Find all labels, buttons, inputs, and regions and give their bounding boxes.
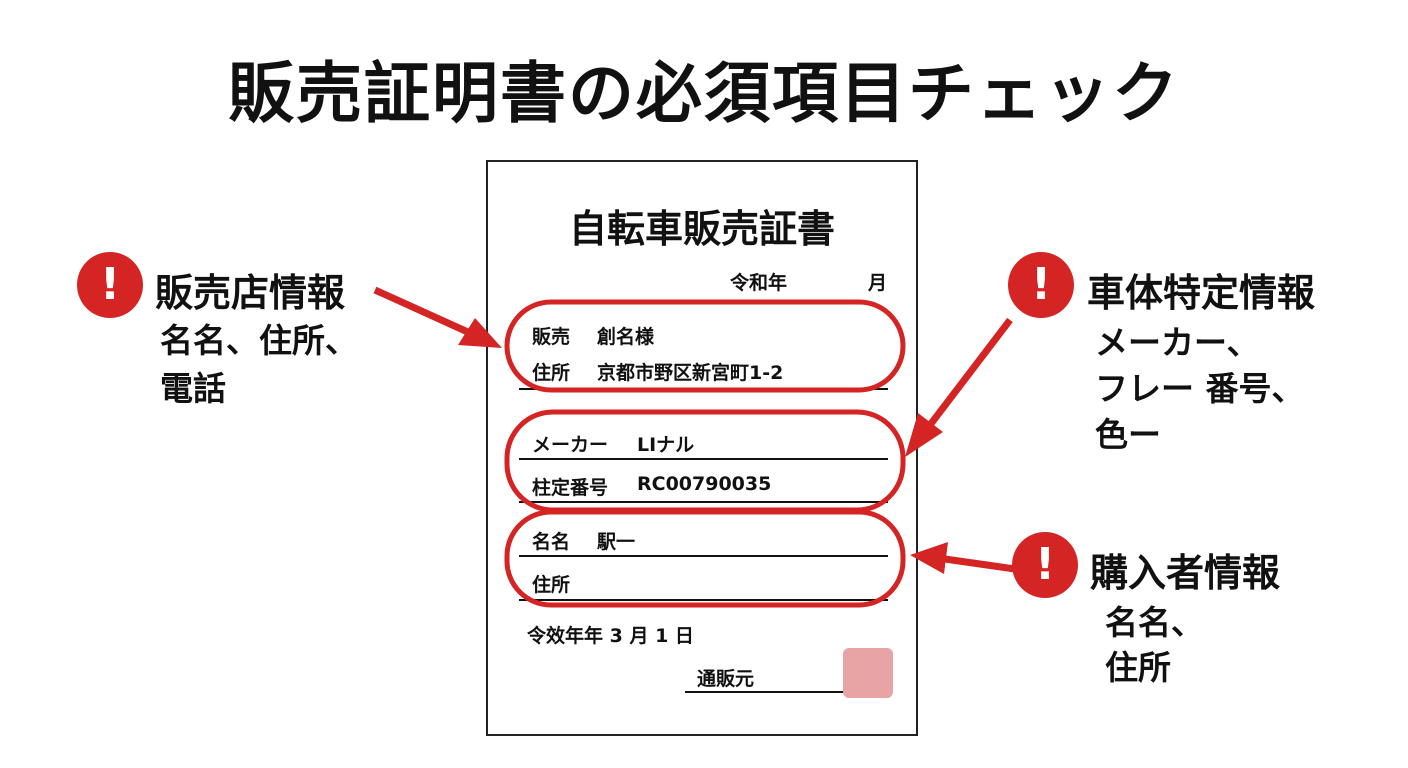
serial-value: RC00790035 [637,473,772,495]
vehicle-arrow-head [905,413,943,457]
maker-value: LIナル [637,434,695,456]
buyer-name-label: 名名 [532,531,571,553]
seller-arrow [373,286,472,337]
vehicle-arrow [927,317,1013,428]
page-title: 販売証明書の必須項目チェック [228,55,1180,132]
buyer-name: 駅一 [597,531,636,553]
exclamation-icon: ! [1012,532,1078,598]
buyer-arrow-head [910,542,948,574]
exclamation-icon: ! [77,252,143,318]
vehicle-callout-line: 色ー [1095,415,1161,454]
buyer-arrow [944,555,1023,574]
date-era-year: 令和年 [730,272,788,294]
maker-label: メーカー [532,434,609,456]
seller-name: 創名様 [597,326,655,348]
serial-label: 柱定番号 [532,477,609,499]
seller-address-label: 住所 [532,362,571,384]
seller-highlight-oval [504,299,906,393]
buyer-address-label: 住所 [532,574,571,596]
buyer-callout-line: 名名、 [1105,603,1204,642]
exclamation-icon: ! [1008,252,1074,318]
issue-date: 令效年年 3 月 1 日 [527,625,694,647]
seller-arrow-head [458,318,502,348]
date-month: 月 [868,272,888,294]
divider [519,458,888,460]
divider [519,555,888,557]
issuer-label: 通販元 [697,668,755,690]
vehicle-callout-line: フレー 番号、 [1095,369,1305,408]
divider [519,501,888,503]
seller-address: 京都市野区新宮町1-2 [597,362,784,384]
vehicle-highlight-oval [504,409,906,513]
buyer-callout-line: 住所 [1105,648,1171,687]
divider [519,599,888,601]
document-title: 自転車販売証書 [568,207,835,251]
vehicle-callout-line: メーカー、 [1095,323,1260,362]
seller-callout-label: 販売店情報 [155,271,346,315]
signature-line [685,691,888,693]
buyer-highlight-oval [504,509,906,608]
seller-label: 販売 [532,326,571,348]
seller-callout-line: 名名、住所、 [160,321,358,360]
seller-callout-line: 電話 [160,369,226,408]
vehicle-callout-label: 車体特定情報 [1087,271,1316,315]
seal-stamp [843,648,893,698]
buyer-callout-label: 購入者情報 [1090,551,1281,595]
